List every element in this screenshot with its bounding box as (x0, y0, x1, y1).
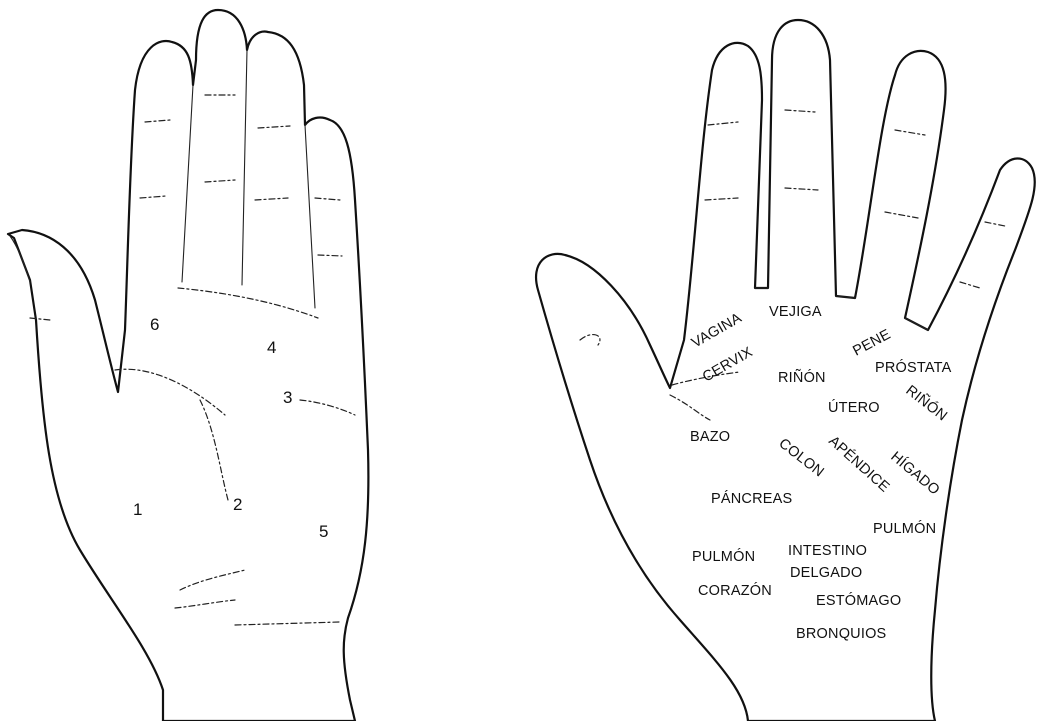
label-vejiga: VEJIGA (769, 304, 822, 320)
zone-label-3: 3 (283, 388, 292, 407)
zone-label-4: 4 (267, 338, 276, 357)
right-hand: VAGINA CERVIX VEJIGA PENE PRÓSTATA RIÑÓN… (536, 20, 1035, 721)
label-pulmon-right: PULMÓN (873, 520, 936, 537)
zone-label-5: 5 (319, 522, 328, 541)
label-bazo: BAZO (690, 429, 730, 445)
label-utero: ÚTERO (828, 399, 880, 416)
label-pulmon-left: PULMÓN (692, 548, 755, 565)
zone-label-6: 6 (150, 315, 159, 334)
label-bronquios: BRONQUIOS (796, 626, 886, 642)
left-hand: 6 4 3 1 2 5 (8, 10, 368, 721)
label-delgado: DELGADO (790, 565, 862, 581)
label-rinon-center: RIÑÓN (778, 369, 826, 386)
zone-label-1: 1 (133, 500, 142, 519)
label-pancreas: PÁNCREAS (711, 490, 792, 507)
label-estomago: ESTÓMAGO (816, 592, 901, 609)
label-intestino: INTESTINO (788, 543, 867, 559)
label-prostata: PRÓSTATA (875, 359, 952, 376)
left-hand-outline (8, 10, 368, 721)
label-corazon: CORAZÓN (698, 582, 772, 599)
zone-label-2: 2 (233, 495, 242, 514)
